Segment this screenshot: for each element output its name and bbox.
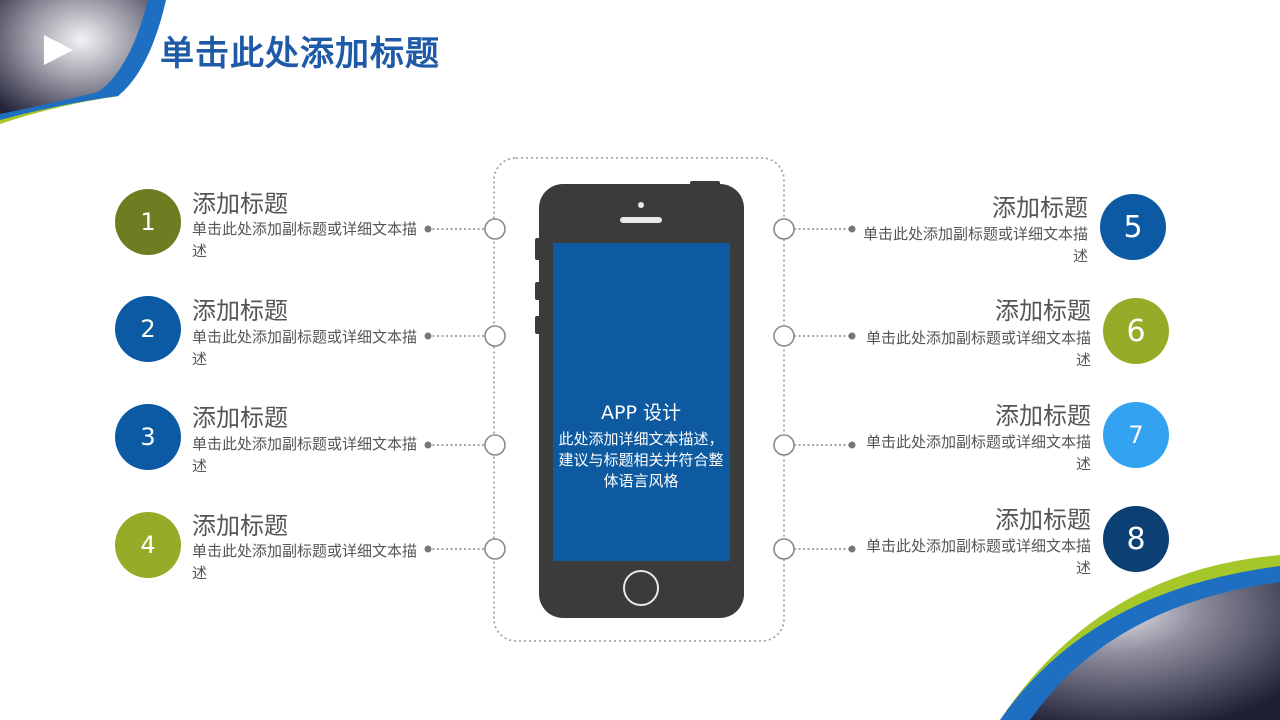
item-description: 单击此处添加副标题或详细文本描述 [192,542,418,582]
phone-title: APP 设计 [601,402,681,424]
number-badge: 2 [115,296,181,362]
number-badge: 6 [1103,298,1169,364]
number-badge: 4 [115,512,181,578]
right-connectors [794,228,852,550]
item-title: 添加标题 [192,404,288,432]
left-connectors [428,228,485,550]
item-title: 添加标题 [995,506,1091,534]
left-nodes [484,218,506,560]
item-title: 添加标题 [995,402,1091,430]
number-badge: 5 [1100,194,1166,260]
item-description: 单击此处添加副标题或详细文本描述 [192,328,418,368]
item-description: 单击此处添加副标题或详细文本描述 [862,225,1088,265]
phone-description: 此处添加详细文本描述，建议与标题相关并符合整体语言风格 [558,430,724,490]
item-description: 单击此处添加副标题或详细文本描述 [865,329,1091,369]
corner-dark-bottom-right [1030,582,1280,720]
phone-dotted-frame [493,157,785,642]
corner-dark-top-left [0,0,148,114]
phone-screen [553,243,730,561]
item-title: 添加标题 [192,297,288,325]
play-icon [44,35,73,65]
number-badge: 3 [115,404,181,470]
right-dots [848,225,856,553]
item-title: 添加标题 [995,297,1091,325]
phone-icon [535,181,744,618]
number-badge: 1 [115,189,181,255]
left-dots [424,225,432,553]
item-title: 添加标题 [992,194,1088,222]
home-button-icon [623,570,659,606]
number-badge: 8 [1103,506,1169,572]
right-nodes [773,218,795,560]
number-badge: 7 [1103,402,1169,468]
item-title: 添加标题 [192,512,288,540]
phone-screen-text: APP 设计 此处添加详细文本描述，建议与标题相关并符合整体语言风格 [553,398,729,492]
item-description: 单击此处添加副标题或详细文本描述 [192,435,418,475]
page-title: 单击此处添加标题 [160,34,440,74]
item-description: 单击此处添加副标题或详细文本描述 [865,537,1091,577]
item-description: 单击此处添加副标题或详细文本描述 [865,433,1091,473]
item-description: 单击此处添加副标题或详细文本描述 [192,220,418,260]
item-title: 添加标题 [192,190,288,218]
